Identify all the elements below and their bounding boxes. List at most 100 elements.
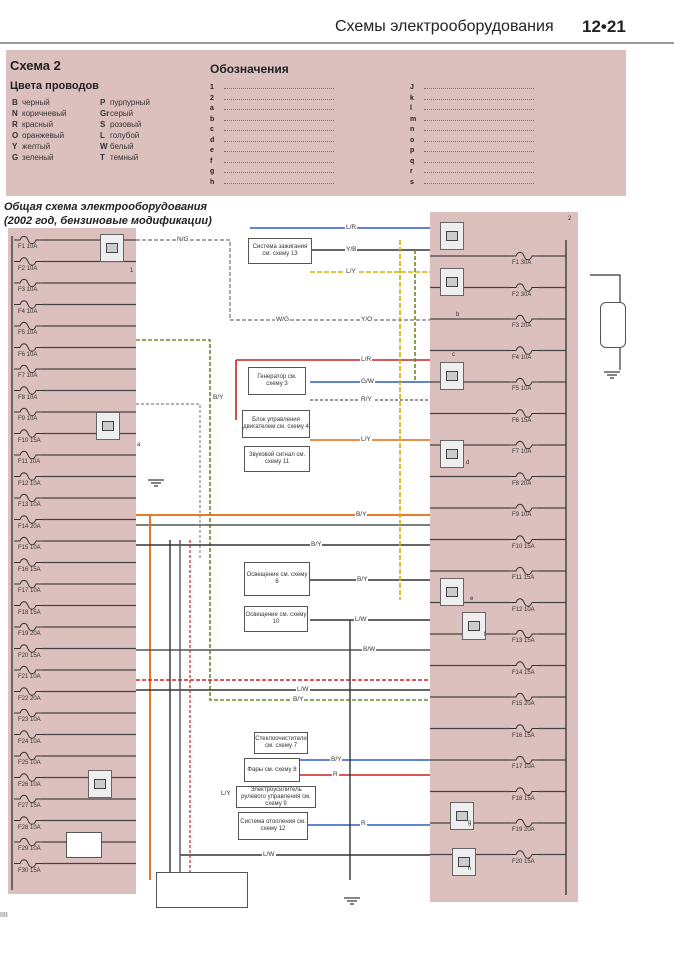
component-box: Звуковой сигнал см. схему 11 xyxy=(244,446,310,472)
left-fuse-label: F6 10A xyxy=(18,351,38,358)
fuse-symbol xyxy=(14,515,42,524)
symbol-item: c xyxy=(210,126,334,133)
fuse-symbol xyxy=(14,472,42,481)
wire-color-code: G xyxy=(12,153,19,162)
symbol-description-placeholder xyxy=(224,106,334,110)
wire-color-name: голубой xyxy=(110,131,140,140)
wire-color-code: P xyxy=(100,98,106,107)
right-fuse-label: F8 20A xyxy=(512,480,532,487)
symbol-description-placeholder xyxy=(224,169,334,173)
right-fuse-label: F11 15A xyxy=(512,575,535,581)
fuse-symbol xyxy=(510,314,538,324)
right-fuse-label: F17 10A xyxy=(512,764,535,770)
right-fuse-label: F13 15A xyxy=(512,638,535,644)
wire-color-label: L/W xyxy=(354,616,368,623)
fuse-symbol xyxy=(14,644,42,653)
wire-color-name: пурпурный xyxy=(110,98,151,107)
symbol-key: l xyxy=(410,105,412,112)
right-fuse-label: F7 10A xyxy=(512,449,532,455)
fuse-symbol xyxy=(14,579,42,589)
right-fuse-label: F5 10A xyxy=(512,386,532,392)
wire-color-label: W/G xyxy=(275,316,290,323)
fuse-symbol xyxy=(14,536,42,546)
symbol-description-placeholder xyxy=(224,180,334,184)
left-fuse-label: F27 15A xyxy=(18,803,41,809)
fuse-symbol xyxy=(510,692,538,702)
left-fuse-label: F10 15A xyxy=(18,437,41,444)
left-fuse-label: F5 10A xyxy=(18,330,38,336)
symbol-key: n xyxy=(410,126,415,133)
wire-color-name: зеленый xyxy=(22,153,54,162)
wire-color-item: Grсерый xyxy=(100,109,133,118)
left-fuse-label: F13 10A xyxy=(18,502,41,508)
wire-color-label: L/Y xyxy=(345,268,357,275)
fuse-symbol xyxy=(14,773,42,782)
symbol-item: a xyxy=(210,105,334,112)
fuse-symbol xyxy=(510,787,538,796)
fuse-symbol xyxy=(14,429,42,438)
symbol-description-placeholder xyxy=(224,96,334,100)
wire-color-code: Gr xyxy=(100,109,110,118)
symbol-key: o xyxy=(410,136,415,144)
scheme-number: Схема 2 xyxy=(10,58,61,73)
diagram-title-line1: Общая схема электрооборудования xyxy=(4,201,208,213)
wire-color-code: O xyxy=(12,131,19,140)
symbol-key: m xyxy=(410,115,417,123)
right-fuse-label: F6 15A xyxy=(512,417,532,424)
wire-grey xyxy=(136,403,201,560)
fuse-symbol xyxy=(510,283,538,292)
component-box: Система зажигания см. схему 13 xyxy=(248,238,312,264)
left-fuse-label: F20 15A xyxy=(18,652,41,659)
component-marker: g xyxy=(468,820,472,826)
wire-color-label: B/Y xyxy=(330,756,343,763)
fuse-symbol xyxy=(14,751,42,761)
diagram-title: Общая схема электрооборудования (2002 го… xyxy=(4,200,212,228)
symbol-item: 2 xyxy=(210,95,334,102)
fuse-symbol xyxy=(14,343,42,352)
fuse-symbol xyxy=(510,377,538,387)
wire-color-label: L/Y xyxy=(360,436,372,443)
wire-color-label: G/W xyxy=(360,378,375,385)
fuse-symbol xyxy=(14,687,42,696)
wire-color-name: розовый xyxy=(110,120,142,129)
wire-color-code: Y xyxy=(12,142,18,151)
right-fuse-label: F1 30A xyxy=(512,260,532,266)
fuse-symbol xyxy=(510,598,538,607)
fuse-symbol xyxy=(14,321,42,331)
symbol-description-placeholder xyxy=(424,180,534,184)
wire-color-label: L/W xyxy=(262,851,276,858)
fuse-symbol xyxy=(510,724,538,733)
symbol-item: g xyxy=(210,168,334,175)
symbol-key: 1 xyxy=(210,84,214,91)
fuse-symbol xyxy=(510,251,538,261)
wire-color-name: серый xyxy=(110,109,134,118)
wire-color-label: B/Y xyxy=(355,511,368,518)
relay xyxy=(96,412,120,440)
wire-color-label: B/W xyxy=(362,646,377,653)
fuse-symbol xyxy=(510,850,538,859)
component-marker: 2 xyxy=(568,216,572,222)
symbol-description-placeholder xyxy=(424,96,534,100)
left-fuse-label: F4 10A xyxy=(18,308,38,315)
wire-green xyxy=(136,339,430,701)
symbol-key: a xyxy=(210,105,214,112)
wire-color-code: S xyxy=(100,120,106,129)
wire-color-name: оранжевый xyxy=(22,131,65,140)
symbol-item: r xyxy=(410,168,534,175)
right-fuse-label: F12 10A xyxy=(512,606,535,613)
fuse-symbol xyxy=(510,535,538,544)
right-fuse-label: F14 15A xyxy=(512,669,535,676)
symbol-key: d xyxy=(210,136,215,144)
component-box: Блок управления двигателем см. схему 4 xyxy=(242,410,310,438)
fuse-symbol xyxy=(510,629,538,639)
symbol-item: l xyxy=(410,105,534,112)
relay xyxy=(440,440,464,468)
fuse-symbol xyxy=(510,503,538,513)
symbol-key: r xyxy=(410,168,413,175)
